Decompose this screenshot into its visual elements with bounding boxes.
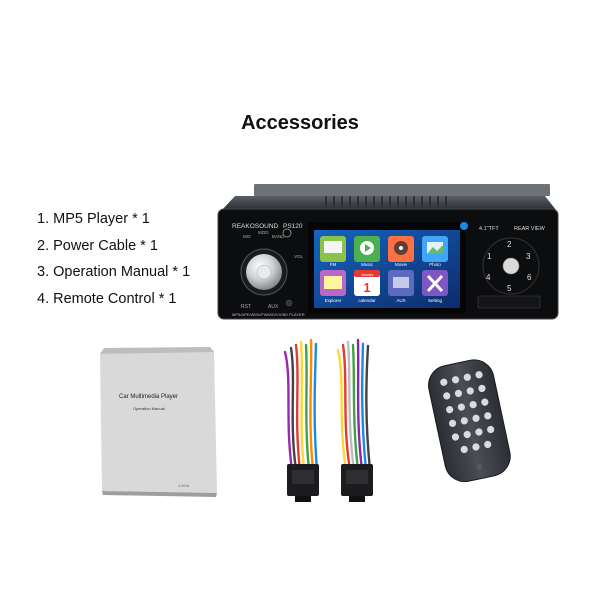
power-icon	[282, 228, 292, 238]
svg-text:REAR VIEW: REAR VIEW	[514, 226, 546, 232]
accessory-list: 1. MP5 Player * 1 2. Power Cable * 1 3. …	[37, 206, 190, 312]
svg-text:Movie: Movie	[395, 262, 408, 267]
svg-text:Explorer: Explorer	[325, 298, 342, 303]
svg-text:MOD: MOD	[258, 230, 269, 235]
remote-buttons	[440, 371, 495, 454]
svg-text:January: January	[361, 273, 374, 277]
preset-button-4[interactable]: 4	[486, 273, 491, 282]
svg-text:1: 1	[363, 280, 370, 295]
phone-icon	[460, 222, 468, 230]
usb-slot	[477, 295, 541, 309]
svg-text:Music: Music	[361, 262, 374, 267]
svg-text:Photo: Photo	[429, 262, 441, 267]
mute-button[interactable]	[502, 257, 520, 275]
svg-text:BAND: BAND	[272, 234, 285, 239]
brand-label: REAKOSOUND	[232, 223, 279, 230]
svg-text:MIC: MIC	[243, 234, 252, 239]
player-format-text: MP5/APE/WMV/FWM/DIVX/BD PLAYER	[232, 312, 305, 317]
preset-button-2[interactable]: 2	[507, 240, 512, 249]
list-item: 4. Remote Control * 1	[37, 290, 177, 307]
aux-port	[285, 299, 293, 307]
power-cable	[283, 338, 372, 472]
mp5-player: REAKOSOUND PS120 MIC MOD BAND VOL RST AU…	[217, 184, 559, 320]
svg-text:4.1"TFT: 4.1"TFT	[479, 226, 499, 232]
player-chassis-top	[222, 196, 556, 210]
preset-button-6[interactable]: 6	[527, 273, 532, 282]
list-item: 2. Power Cable * 1	[37, 237, 158, 254]
cable-connectors	[287, 464, 373, 502]
preset-button-3[interactable]: 3	[526, 252, 531, 261]
svg-text:AUX: AUX	[268, 304, 279, 310]
manual-title: Car Multimedia Player	[119, 394, 178, 400]
list-item: 3. Operation Manual * 1	[37, 264, 191, 280]
operation-manual: Car Multimedia Player Operation Manual 4…	[100, 347, 217, 497]
svg-text:calendar: calendar	[358, 298, 376, 303]
model-label: PS120	[283, 223, 303, 230]
svg-text:VOL: VOL	[294, 254, 304, 259]
svg-text:Setting: Setting	[428, 298, 443, 303]
manual-code: 4-001A	[178, 484, 190, 488]
svg-text:RST: RST	[241, 304, 251, 310]
svg-text:AUX: AUX	[396, 298, 405, 303]
manual-subtitle: Operation Manual	[133, 406, 165, 411]
app-icons: FM Music Movie Photo Explorer January 1 …	[320, 236, 448, 303]
page-title: Accessories	[241, 112, 359, 134]
preset-buttons: 1 2 3 4 5 6	[486, 240, 532, 293]
list-item: 1. MP5 Player * 1	[37, 211, 150, 227]
preset-button-5[interactable]: 5	[507, 284, 512, 293]
svg-text:FM: FM	[330, 262, 337, 267]
remote-control	[428, 359, 511, 483]
preset-button-1[interactable]: 1	[487, 252, 492, 261]
